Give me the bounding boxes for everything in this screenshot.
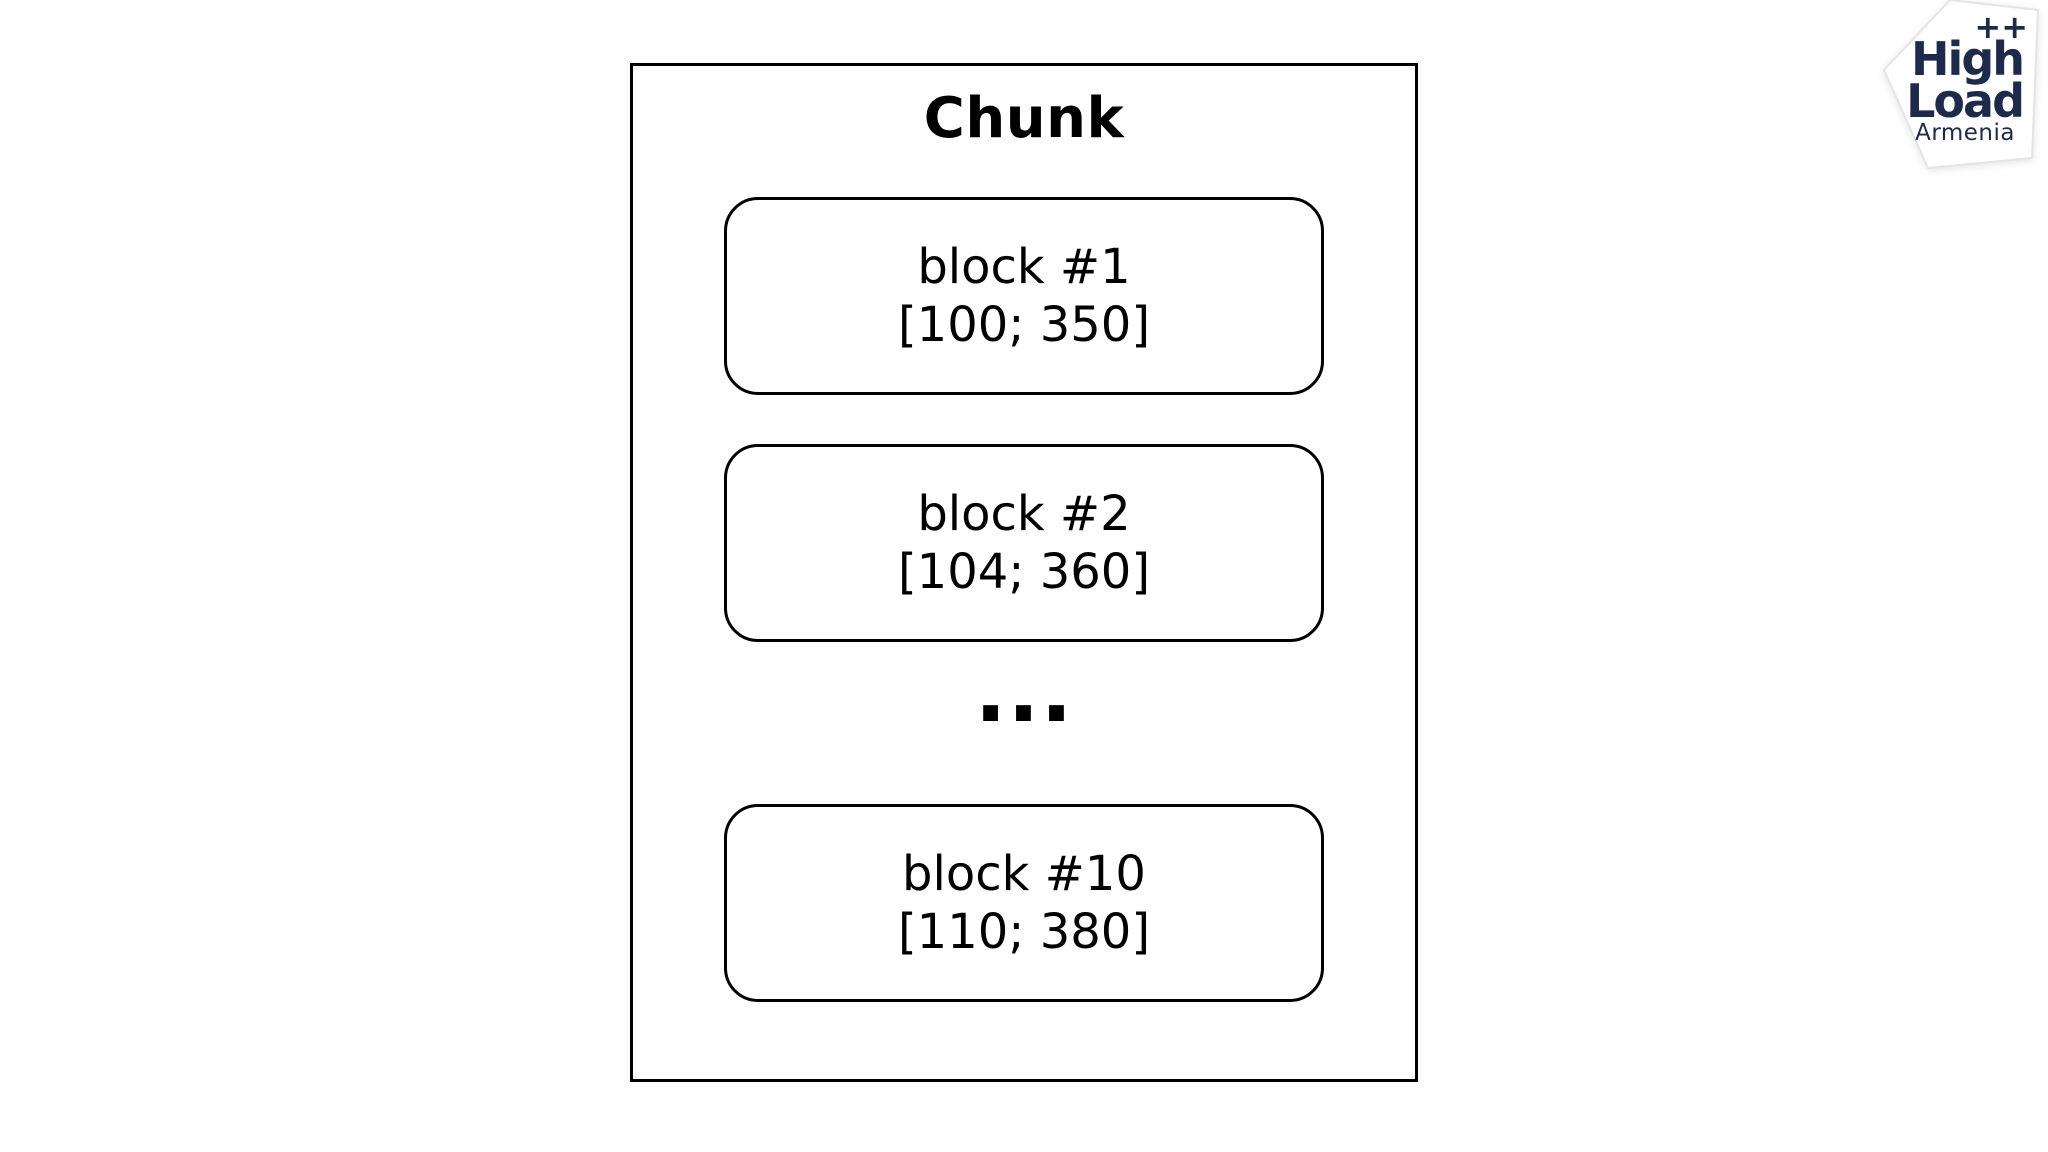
block-10: block #10 [110; 380] <box>724 804 1324 1002</box>
highload-armenia-logo: ++ High Load Armenia <box>1838 0 2048 180</box>
block-label: block #1 <box>917 239 1131 295</box>
block-label: block #10 <box>902 846 1146 902</box>
logo-text-load: Load <box>1906 74 2025 128</box>
block-range: [110; 380] <box>897 904 1151 960</box>
logo-plus-plus: ++ <box>1974 8 2028 46</box>
chunk-title: Chunk <box>923 86 1125 151</box>
block-range: [104; 360] <box>897 544 1151 600</box>
block-label: block #2 <box>917 486 1131 542</box>
logo-badge-icon <box>1883 0 2039 169</box>
chunk-container: Chunk block #1 [100; 350] block #2 [104;… <box>630 63 1418 1082</box>
logo-text-armenia: Armenia <box>1915 120 2015 146</box>
block-2: block #2 [104; 360] <box>724 444 1324 642</box>
badge-hexagon <box>1883 0 2039 169</box>
logo-text-high: High <box>1911 32 2025 86</box>
block-1: block #1 [100; 350] <box>724 197 1324 395</box>
more-blocks-ellipsis: ... <box>974 643 1074 741</box>
block-range: [100; 350] <box>897 297 1151 353</box>
